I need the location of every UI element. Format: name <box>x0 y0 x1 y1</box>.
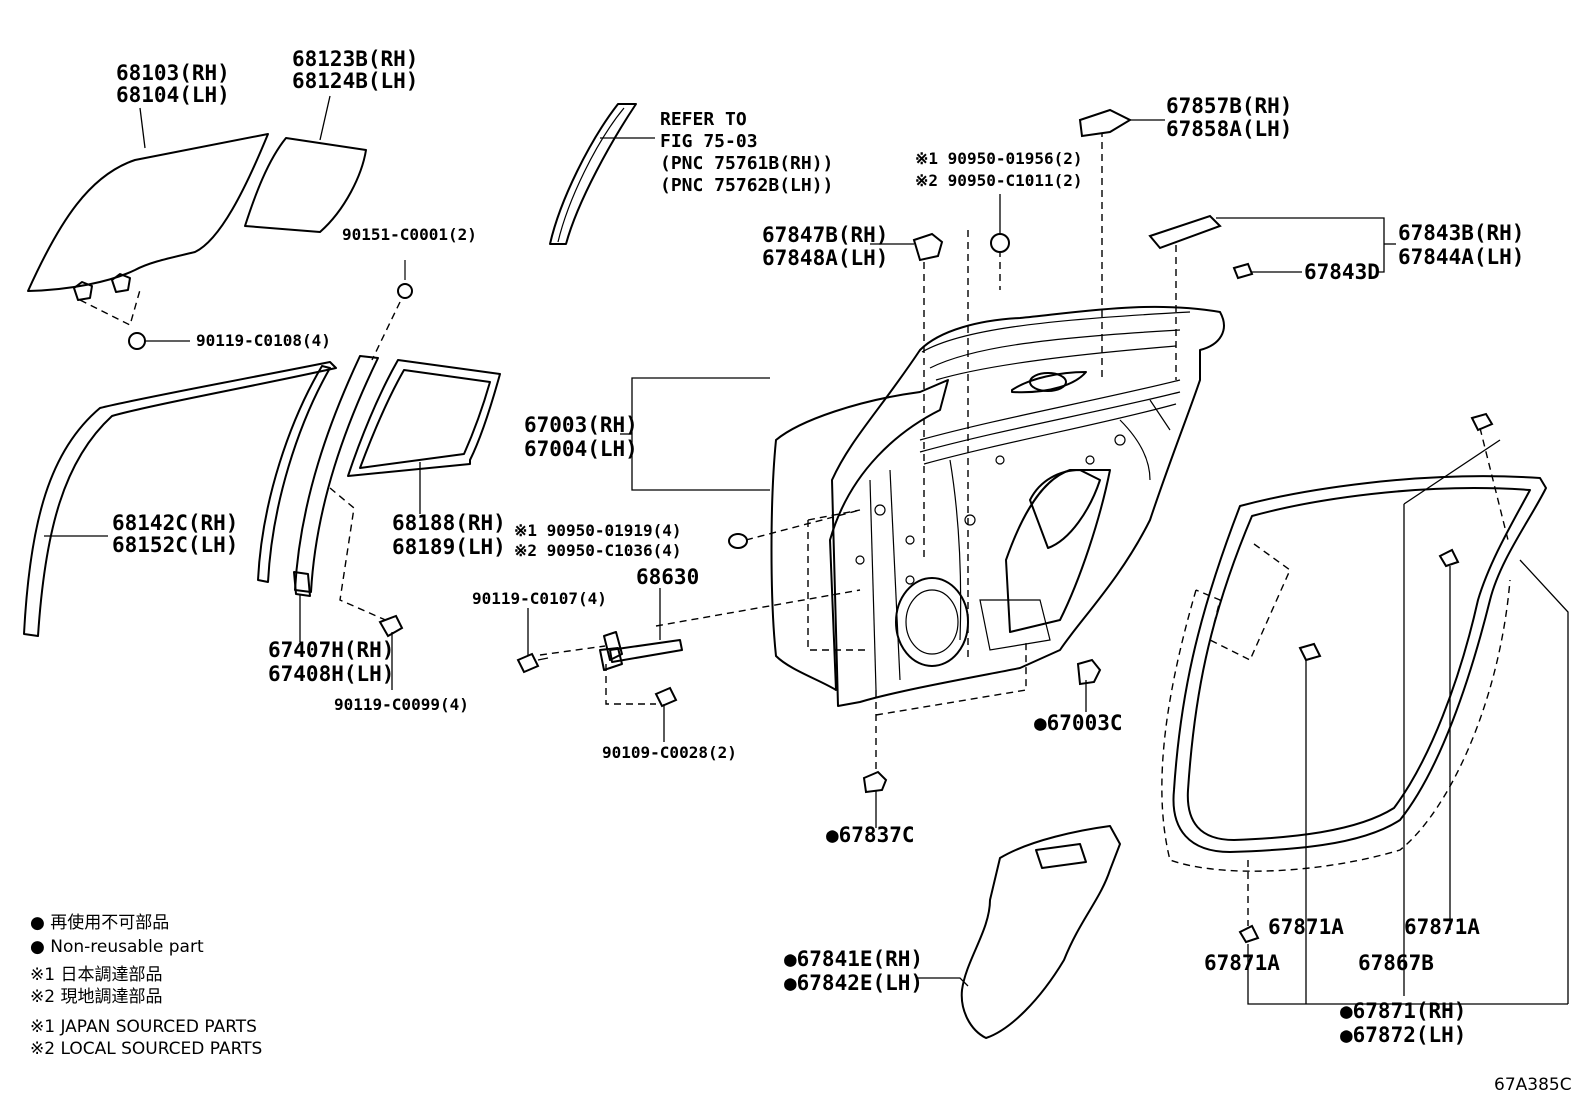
figure-code: 67A385C <box>1494 1075 1572 1095</box>
legend: ● 再使用不可部品 ● Non-reusable part ※1 日本調達部品 … <box>30 912 262 1059</box>
label-67837c: ●67837C <box>826 823 915 847</box>
label-67408h: 67408H(LH) <box>268 662 394 686</box>
label-67871-rh: ●67871(RH) <box>1340 999 1466 1023</box>
label-refer-pnc-rh: (PNC 75761B(RH)) <box>660 153 833 174</box>
label-67843b: 67843B(RH) <box>1398 221 1524 245</box>
label-67848a: 67848A(LH) <box>762 246 888 270</box>
door-check <box>516 588 683 742</box>
label-68152c: 68152C(LH) <box>112 533 238 557</box>
label-67871a-left: 67871A <box>1204 951 1280 975</box>
label-68188: 68188(RH) <box>392 511 506 535</box>
label-90151: 90151-C0001(2) <box>342 225 477 244</box>
label-67407h: 67407H(RH) <box>268 638 394 662</box>
label-67844a: 67844A(LH) <box>1398 245 1524 269</box>
door-panel <box>620 305 1225 707</box>
label-67003: 67003(RH) <box>524 413 638 437</box>
label-67867b: 67867B <box>1358 951 1434 975</box>
part-labels: 68103(RH) 68104(LH) 68123B(RH) 68124B(LH… <box>112 47 1572 1095</box>
label-67843d: 67843D <box>1304 260 1380 284</box>
division-bar <box>257 260 413 690</box>
label-67858a: 67858A(LH) <box>1166 117 1292 141</box>
legend-local-sourced-en: ※2 LOCAL SOURCED PARTS <box>30 1039 262 1059</box>
label-68103: 68103(RH) <box>116 61 230 85</box>
legend-non-reusable-en: ● Non-reusable part <box>30 937 204 957</box>
door-fasteners <box>728 108 1396 828</box>
quarter-window-weatherstrip <box>347 359 501 514</box>
label-90950-c1036: ※2 90950-C1036(4) <box>514 541 682 560</box>
label-67871a-right: 67871A <box>1404 915 1480 939</box>
label-67847b: 67847B(RH) <box>762 223 888 247</box>
label-67872-lh: ●67872(LH) <box>1340 1023 1466 1047</box>
label-90119-c0099: 90119-C0099(4) <box>334 695 469 714</box>
legend-non-reusable-jp: ● 再使用不可部品 <box>30 912 169 933</box>
service-hole-cover <box>916 825 1121 1039</box>
label-refer-to: REFER TO <box>660 109 747 130</box>
label-refer-pnc-lh: (PNC 75762B(LH)) <box>660 175 833 196</box>
label-68123b: 68123B(RH) <box>292 47 418 71</box>
legend-japan-sourced-jp: ※1 日本調達部品 <box>30 965 162 985</box>
label-67841e: ●67841E(RH) <box>784 947 923 971</box>
run-channel <box>23 361 337 637</box>
label-68189: 68189(LH) <box>392 535 506 559</box>
label-67004: 67004(LH) <box>524 437 638 461</box>
label-90950-01919: ※1 90950-01919(4) <box>514 521 682 540</box>
label-68630: 68630 <box>636 565 699 589</box>
legend-japan-sourced-en: ※1 JAPAN SOURCED PARTS <box>30 1017 257 1037</box>
legend-local-sourced-jp: ※2 現地調達部品 <box>30 987 162 1007</box>
label-90950-01956: ※1 90950-01956(2) <box>915 149 1083 168</box>
door-glass <box>27 95 367 350</box>
label-68124b: 68124B(LH) <box>292 69 418 93</box>
frame-moulding <box>549 103 655 245</box>
label-refer-fig: FIG 75-03 <box>660 131 758 152</box>
label-90119-c0108: 90119-C0108(4) <box>196 331 331 350</box>
label-67857b: 67857B(RH) <box>1166 94 1292 118</box>
label-90119-c0107: 90119-C0107(4) <box>472 589 607 608</box>
label-67003c: ●67003C <box>1034 711 1123 735</box>
label-67842e: ●67842E(LH) <box>784 971 923 995</box>
label-68142c: 68142C(RH) <box>112 511 238 535</box>
label-90109-c0028: 90109-C0028(2) <box>602 743 737 762</box>
label-68104: 68104(LH) <box>116 83 230 107</box>
label-90950-c1011: ※2 90950-C1011(2) <box>915 171 1083 190</box>
label-67871a-center: 67871A <box>1268 915 1344 939</box>
door-weatherstrip <box>1161 412 1569 1005</box>
install-lines <box>539 130 1177 770</box>
